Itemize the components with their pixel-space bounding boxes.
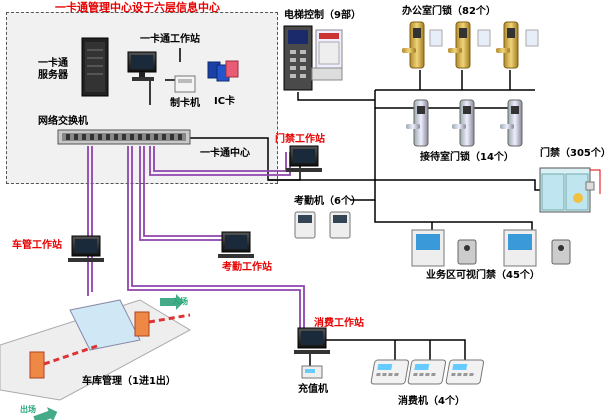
gate-booth-left (29, 351, 45, 379)
consume-label: 消费机（4个） (398, 396, 465, 407)
video-access-label: 业务区可视门禁（45个） (426, 270, 540, 281)
purple-consume (127, 146, 301, 330)
recharge-label: 充值机 (298, 384, 328, 395)
attendance-label: 考勤机（6个） (294, 196, 361, 207)
attendance-device-icon (294, 211, 351, 239)
access-ws-label: 门禁工作站 (275, 134, 325, 145)
video-intercom-icon (411, 229, 571, 267)
ic-card-icon (207, 60, 239, 82)
barrier-right (148, 313, 191, 324)
consume-lines (309, 339, 466, 372)
server-icon (81, 37, 109, 97)
line-access (375, 179, 545, 191)
elevator-label: 电梯控制（9部） (284, 10, 361, 21)
access-door-icon (539, 167, 595, 213)
office-lock-icon (402, 21, 519, 69)
entry-arrow-icon (160, 294, 184, 310)
purple-attendance (139, 146, 222, 241)
elevator-keypad-icon (311, 67, 343, 81)
consume-workstation-icon (294, 327, 330, 354)
office-locks-label: 办公室门锁（82个） (402, 6, 496, 17)
workstation-computer-icon (127, 51, 157, 81)
access-red-wire (590, 169, 601, 194)
switch-label: 网络交换机 (38, 116, 88, 127)
exit-arrow-icon (33, 407, 58, 420)
line-video-bus (374, 200, 533, 230)
exit-label: 出场 (20, 405, 36, 414)
line-access-ws (268, 165, 301, 181)
center-title: 一卡通管理中心设于六层信息中心 (55, 1, 220, 14)
elevator-control-icon (283, 25, 313, 91)
parking-workstation-icon (68, 235, 104, 262)
server-label: 一卡通 服务器 (38, 58, 68, 81)
consume-machine-icon (370, 359, 485, 385)
gate-booth-right (134, 311, 150, 337)
elevator-panel-icon (315, 29, 343, 71)
card-issuer-icon (174, 75, 196, 93)
management-center-box (6, 12, 278, 184)
attendance-ws-label: 考勤工作站 (222, 262, 272, 273)
parking-label: 车库管理（1进1出） (82, 376, 176, 387)
recharge-machine-icon (301, 365, 323, 379)
switch-icon (57, 129, 191, 145)
access-workstation-icon (286, 145, 322, 172)
parking-garage-illustration (0, 294, 192, 420)
parking-ws-label: 车管工作站 (12, 240, 62, 251)
access-control-label: 门禁（305个） (540, 148, 610, 159)
consume-ws-label: 消费工作站 (314, 318, 364, 329)
line-office-drops (419, 70, 511, 90)
card-issuer-label: 制卡机 (170, 98, 200, 109)
reception-locks-label: 接待室门锁（14个） (420, 152, 514, 163)
reception-lock-icon (406, 99, 523, 147)
office-card-icon (429, 29, 539, 47)
center-label: 一卡通中心 (200, 148, 250, 159)
entry-label: 入场 (172, 297, 188, 306)
attendance-workstation-icon (218, 231, 254, 258)
ic-card-label: IC卡 (214, 96, 236, 107)
line-elevator (297, 92, 375, 101)
workstation-label: 一卡通工作站 (140, 34, 200, 45)
